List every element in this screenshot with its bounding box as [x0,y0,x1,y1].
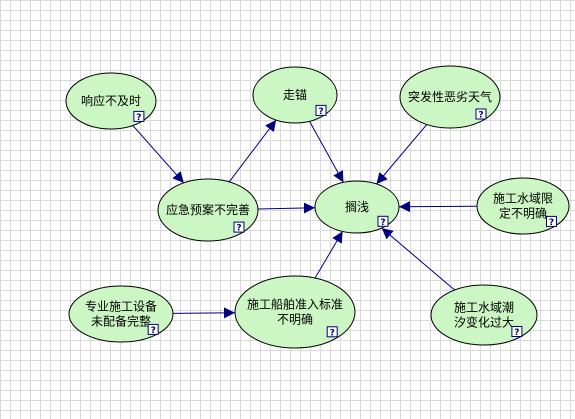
edge-n3-to-n5 [376,124,428,185]
node-ellipse[interactable] [68,285,174,343]
node-label: 施工水域限 [493,192,553,206]
node-n3[interactable]: 突发性恶劣天气? [399,65,501,129]
node-label: 未配备完整 [91,314,151,329]
help-glyph: ? [151,326,156,336]
nodes-layer: 响应不及时?走锚?突发性恶劣天气?应急预案不完善?搁浅?施工水域限定不明确?专业… [65,65,570,349]
help-glyph: ? [236,224,241,234]
node-label: 应急预案不完善 [166,202,250,217]
node-ellipse[interactable] [234,275,356,349]
node-n5[interactable]: 搁浅? [314,180,400,234]
node-ellipse[interactable] [399,65,501,129]
node-label: 汐变化过大 [454,315,514,330]
help-glyph: ? [549,218,554,228]
help-icon[interactable] [546,215,557,227]
help-glyph: ? [478,111,483,121]
node-label: 不明确 [277,313,313,327]
node-ellipse[interactable] [157,178,259,242]
edge-n1-to-n4 [132,125,185,184]
node-label: 专业施工设备 [85,299,157,314]
node-label: 施工船舶准入标准 [247,297,343,312]
node-n4[interactable]: 应急预案不完善? [157,178,259,242]
edge-n8-to-n5 [314,231,344,279]
node-label: 施工水域潮 [454,300,514,315]
node-n1[interactable]: 响应不及时? [65,72,157,130]
help-glyph: ? [514,328,519,338]
node-label: 定不明确 [499,206,547,221]
node-n2[interactable]: 走锚? [252,66,338,124]
edge-n4-to-n2 [228,119,277,183]
edge-n7-to-n8 [172,307,236,319]
node-label: 响应不及时 [81,93,141,108]
help-icon[interactable] [233,221,245,233]
edges-layer [132,119,478,319]
help-icon[interactable] [133,110,145,122]
help-icon[interactable] [511,326,523,337]
node-label: 突发性恶劣天气 [408,89,492,104]
help-icon[interactable] [475,108,487,120]
edge-n9-to-n5 [381,227,455,291]
help-glyph: ? [318,107,323,117]
help-glyph: ? [330,328,335,338]
help-icon[interactable] [326,326,338,338]
help-icon[interactable] [315,104,327,116]
node-ellipse[interactable] [430,284,538,346]
edge-n4-to-n5 [257,202,316,214]
edge-n2-to-n5 [309,121,344,183]
node-label: 搁浅 [345,199,369,214]
help-glyph: ? [380,218,385,228]
help-glyph: ? [136,113,141,123]
help-icon[interactable] [377,215,389,227]
node-label: 走锚 [283,87,307,102]
help-icon[interactable] [147,323,159,335]
